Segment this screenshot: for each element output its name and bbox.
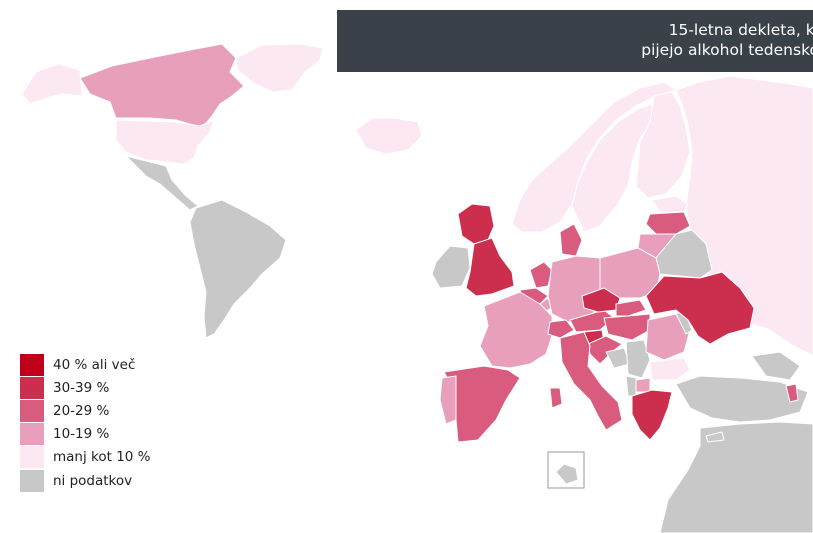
legend-item: 30-39 % xyxy=(20,376,151,399)
region-south-america xyxy=(189,199,287,339)
region-sardinia xyxy=(549,387,563,409)
legend-item: 40 % ali več xyxy=(20,353,151,376)
title-line-1: 15-letna dekleta, ki xyxy=(668,21,813,39)
legend-label: ni podatkov xyxy=(53,472,133,489)
region-malta xyxy=(555,463,579,485)
legend-label: 20-29 % xyxy=(53,402,110,419)
region-estonia xyxy=(651,195,689,213)
region-netherlands xyxy=(529,261,553,289)
region-macedonia xyxy=(635,377,651,393)
title-bar: 15-letna dekleta, ki pijejo alkohol tede… xyxy=(337,10,813,72)
region-turkey xyxy=(675,375,809,423)
title-line-2: pijejo alkohol tedensko xyxy=(641,41,813,59)
legend-label: manj kot 10 % xyxy=(53,449,151,466)
legend-label: 10-19 % xyxy=(53,426,110,443)
legend-swatch xyxy=(20,423,44,446)
legend-swatch xyxy=(20,446,44,469)
region-usa xyxy=(115,119,215,165)
region-caucasus xyxy=(751,351,801,381)
region-portugal xyxy=(439,375,457,425)
region-switzerland xyxy=(547,319,575,339)
region-middle-east xyxy=(659,421,813,533)
region-albania xyxy=(625,375,637,397)
region-hungary xyxy=(603,313,651,341)
region-france xyxy=(479,291,553,369)
region-bulgaria xyxy=(649,357,691,381)
region-alaska xyxy=(21,63,83,105)
region-slovakia xyxy=(615,299,647,317)
region-armenia xyxy=(785,383,799,403)
malta-inset-frame xyxy=(547,451,585,489)
region-cyprus xyxy=(705,431,725,443)
map-title: 15-letna dekleta, ki pijejo alkohol tede… xyxy=(349,20,813,60)
legend-swatch xyxy=(20,469,44,492)
region-england-wales xyxy=(465,237,515,297)
region-finland xyxy=(635,91,691,199)
legend-label: 40 % ali več xyxy=(53,356,136,373)
legend-item: ni podatkov xyxy=(20,469,151,492)
region-belarus xyxy=(655,229,713,279)
legend-item: 20-29 % xyxy=(20,399,151,422)
legend-item: 10-19 % xyxy=(20,423,151,446)
legend-item: manj kot 10 % xyxy=(20,446,151,469)
map-legend: 40 % ali več 30-39 % 20-29 % 10-19 % man… xyxy=(20,353,151,492)
region-mexico-central-america xyxy=(125,155,199,211)
region-serbia xyxy=(625,339,651,379)
region-iceland xyxy=(355,117,423,155)
region-ukraine xyxy=(645,271,755,345)
region-denmark xyxy=(559,223,583,257)
region-germany xyxy=(547,255,601,323)
legend-swatch xyxy=(20,353,44,376)
legend-swatch xyxy=(20,399,44,422)
region-scotland xyxy=(457,203,495,245)
region-greenland xyxy=(235,43,324,93)
legend-swatch xyxy=(20,376,44,399)
region-canada xyxy=(79,43,245,129)
legend-label: 30-39 % xyxy=(53,379,110,396)
region-latvia xyxy=(645,211,691,235)
region-ireland xyxy=(431,245,471,289)
region-greece xyxy=(631,389,673,441)
region-italy xyxy=(559,331,623,431)
